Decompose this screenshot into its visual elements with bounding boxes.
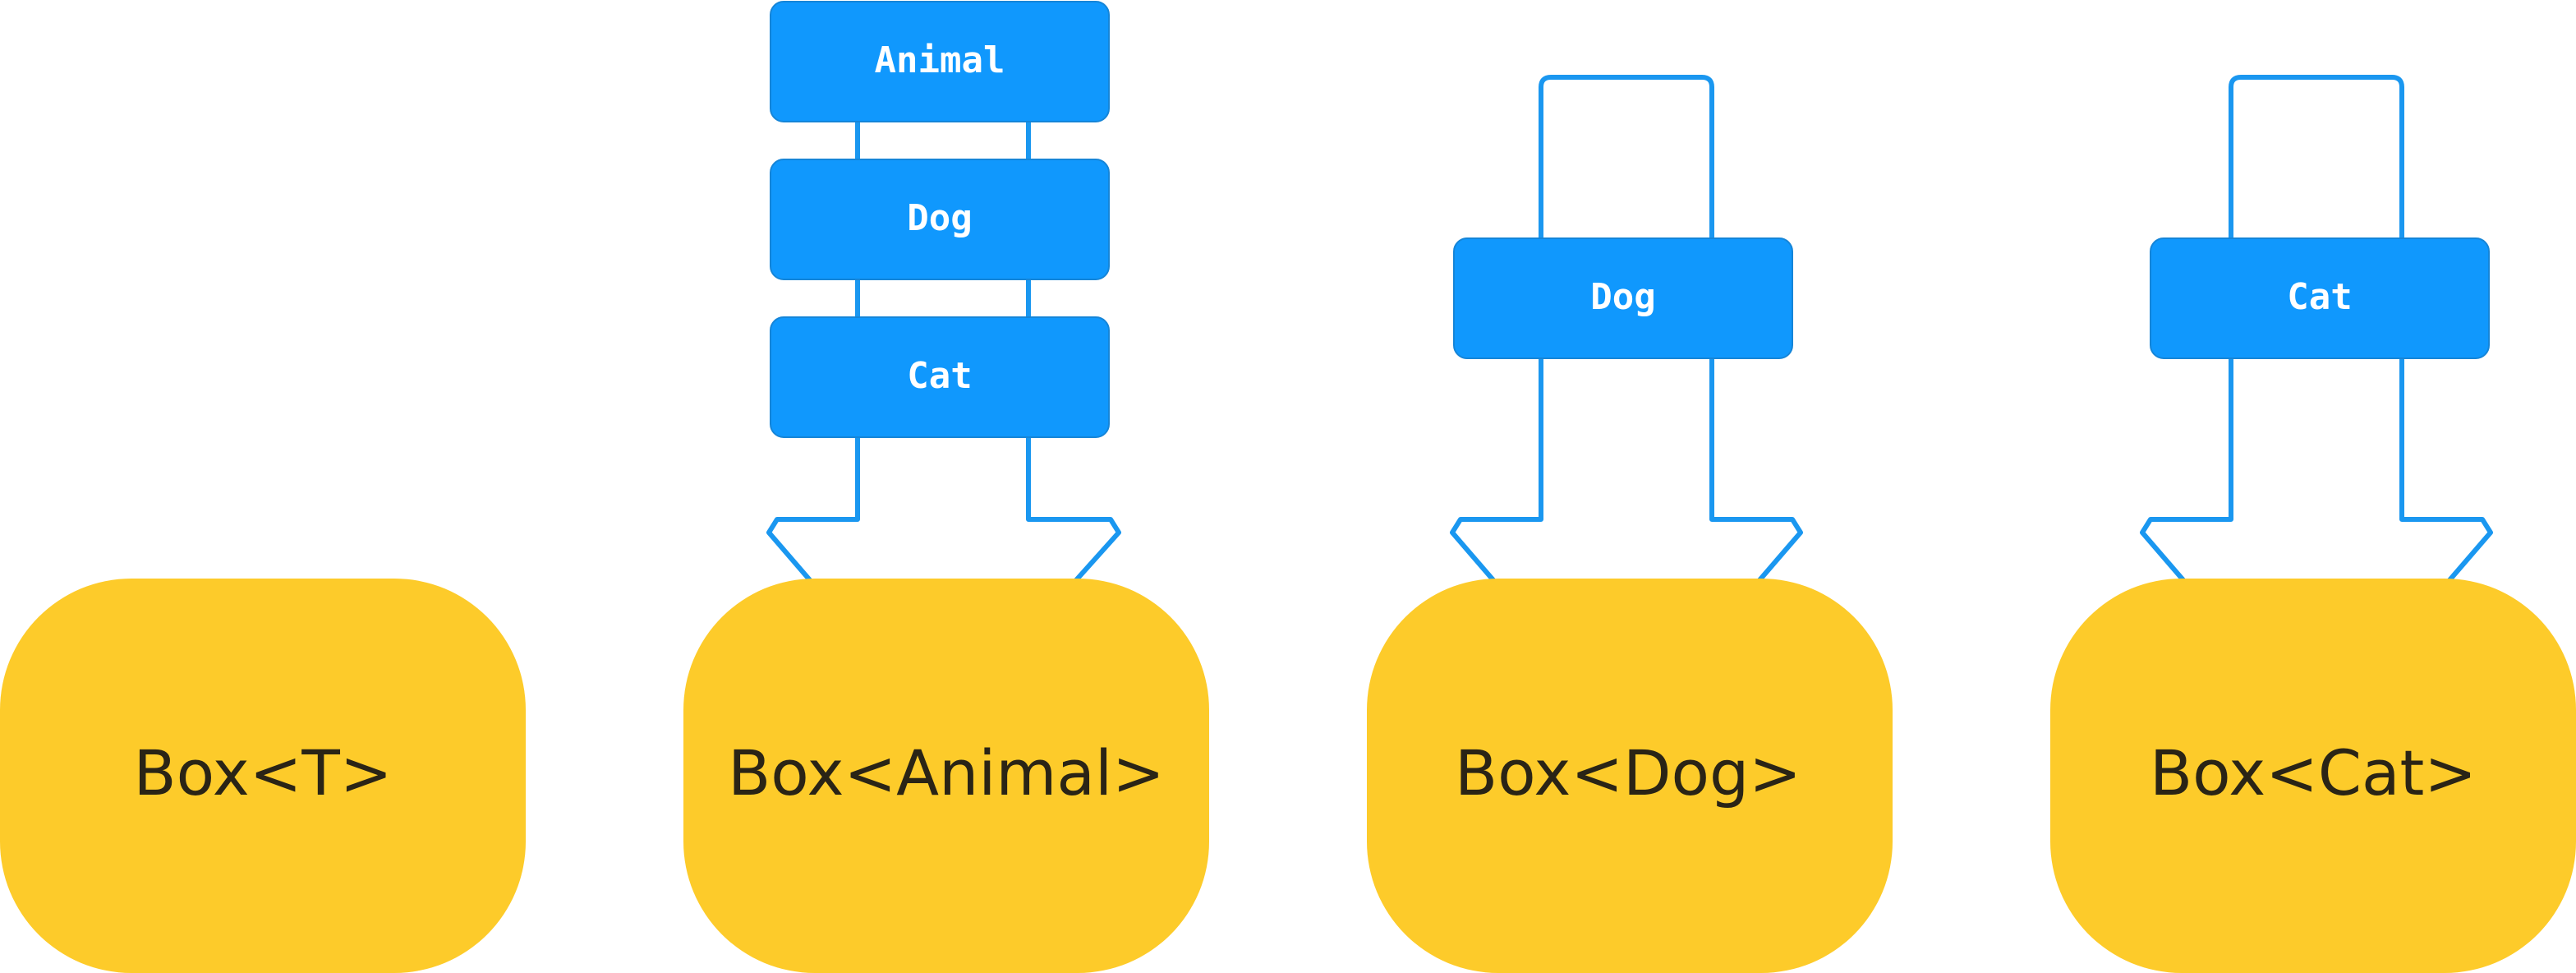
box-animal-label: Box<Animal> xyxy=(728,736,1165,809)
box-t-group: Box<T> xyxy=(0,579,526,973)
type-tag-cat-stacked xyxy=(770,316,1110,438)
type-tag-dog xyxy=(1453,237,1793,359)
box-t-label: Box<T> xyxy=(133,736,392,809)
funnel-arrow-cat xyxy=(2140,75,2493,583)
type-tag-dog-stacked-label: Dog xyxy=(907,197,972,239)
box-cat xyxy=(2050,579,2576,973)
box-dog xyxy=(1367,579,1893,973)
type-tag-cat-label: Cat xyxy=(2287,276,2352,318)
box-dog-label: Box<Dog> xyxy=(1455,736,1801,809)
funnel-arrow-dog xyxy=(1450,75,1803,583)
box-dog-group: Box<Dog> Dog xyxy=(1367,75,1893,973)
type-tag-cat-stacked-label: Cat xyxy=(907,355,972,397)
box-animal xyxy=(683,579,1209,973)
box-cat-label: Box<Cat> xyxy=(2150,736,2477,809)
box-cat-group: Box<Cat> Cat xyxy=(2050,75,2576,973)
box-animal-group: Box<Animal> Animal Dog Cat xyxy=(683,1,1209,973)
type-tag-dog-label: Dog xyxy=(1590,276,1655,318)
type-tag-cat xyxy=(2150,237,2490,359)
type-tag-dog-stacked xyxy=(770,159,1110,280)
type-tag-animal-label: Animal xyxy=(875,39,1005,81)
type-tag-animal xyxy=(770,1,1110,122)
box-t xyxy=(0,579,526,973)
